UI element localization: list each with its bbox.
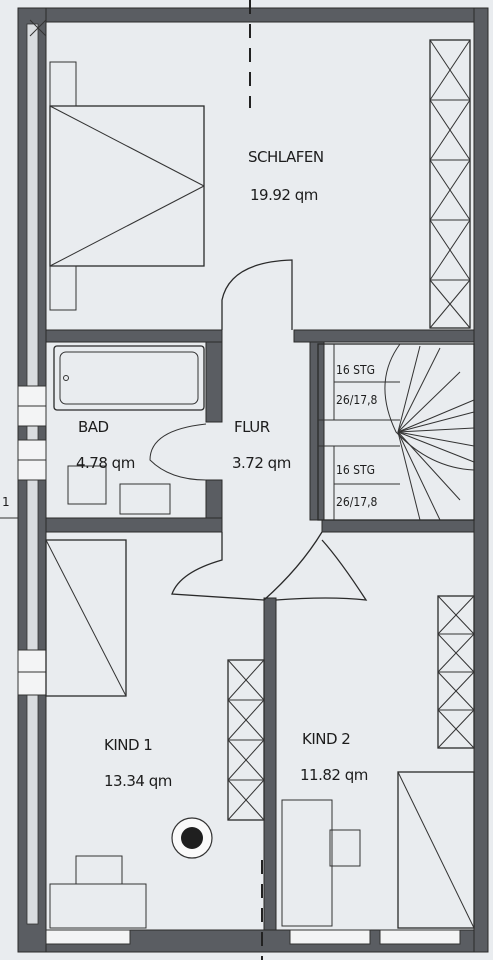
room-name-bad: BAD — [78, 418, 109, 436]
bed-kind2 — [397, 771, 475, 929]
staircase — [317, 343, 475, 521]
windows-left — [17, 385, 47, 696]
bathtub — [53, 345, 205, 411]
stair-ratio-lower: 26/17,8 — [336, 495, 378, 509]
wardrobe-kind1 — [227, 659, 265, 821]
room-area-bad: 4.78 qm — [76, 454, 135, 472]
wardrobe-kind2 — [437, 595, 475, 749]
desk-kind2 — [281, 799, 361, 927]
door-schlafen — [221, 259, 293, 330]
windows-bottom — [45, 929, 461, 945]
wardrobe-schlafen — [429, 39, 471, 329]
door-flur-lower — [171, 531, 368, 601]
stair-ratio-upper: 26/17,8 — [336, 393, 378, 407]
interior-walls — [45, 329, 475, 931]
bad-fixtures — [67, 423, 207, 515]
stair-steps-lower: 16 STG — [336, 463, 375, 477]
room-area-flur: 3.72 qm — [232, 454, 291, 472]
desk-kind1 — [49, 855, 147, 929]
room-name-schlafen: SCHLAFEN — [248, 148, 324, 166]
axis-lines — [249, 0, 263, 960]
edge-marker: 1 — [2, 495, 9, 509]
room-name-flur: FLUR — [234, 418, 270, 436]
bed-schlafen — [49, 61, 205, 311]
room-area-schlafen: 19.92 qm — [250, 186, 318, 204]
bed-kind1 — [45, 539, 127, 697]
room-area-kind2: 11.82 qm — [300, 766, 368, 784]
room-area-kind1: 13.34 qm — [104, 772, 172, 790]
room-name-kind2: KIND 2 — [302, 730, 350, 748]
stair-steps-upper: 16 STG — [336, 363, 375, 377]
room-name-kind1: KIND 1 — [104, 736, 152, 754]
